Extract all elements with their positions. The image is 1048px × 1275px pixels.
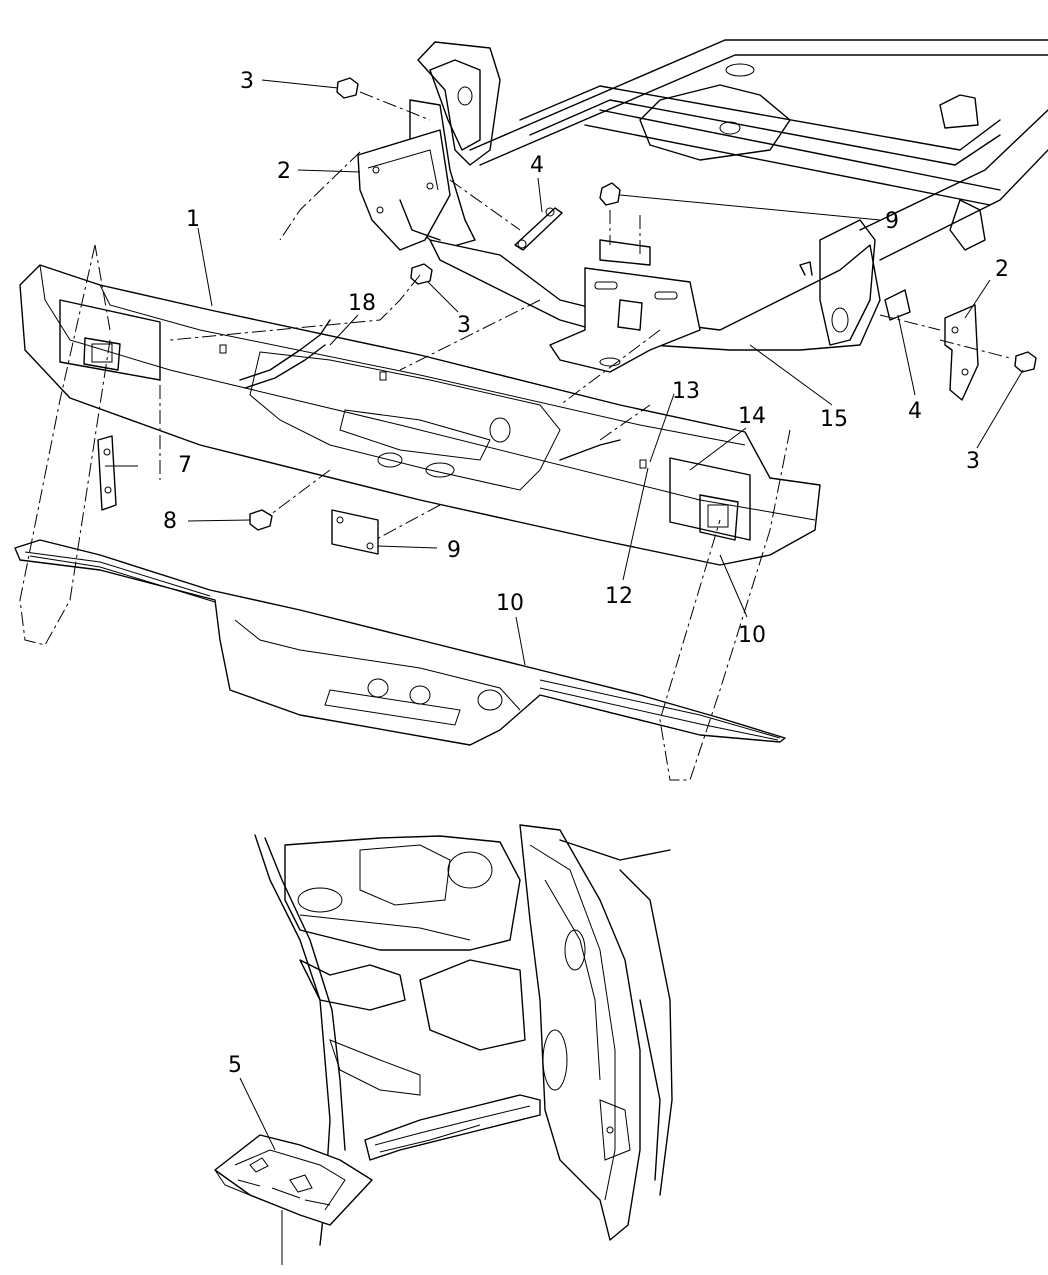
- interior-view: [214, 824, 673, 1265]
- callout-15: 15: [820, 407, 848, 432]
- callout-2: 2: [277, 159, 291, 184]
- right-mounting-bracket: [944, 304, 979, 401]
- callout-3: 3: [240, 69, 254, 94]
- callout-18: 18: [348, 291, 376, 316]
- assembly-lines: [159, 91, 1011, 541]
- callout-3: 3: [966, 449, 980, 474]
- callout-1: 1: [186, 207, 200, 232]
- vehicle-frame: [409, 39, 1048, 373]
- callout-9: 9: [885, 209, 899, 234]
- callout-14: 14: [738, 404, 766, 429]
- rear-bumper: [19, 264, 821, 566]
- leader-lines: [105, 79, 1024, 1151]
- callout-5: 5: [228, 1053, 242, 1078]
- callout-12: 12: [605, 584, 633, 609]
- callout-8: 9: [447, 538, 461, 563]
- callout-7: 8: [163, 509, 177, 534]
- fasteners: [336, 77, 1037, 373]
- callout-4: 4: [908, 399, 922, 424]
- callout-11: 10: [496, 591, 524, 616]
- left-mounting-bracket: [357, 129, 451, 251]
- callout-10: 10: [738, 623, 766, 648]
- phantom-outlines: [19, 244, 791, 781]
- callouts: 3 2 1 4 9 18 3 2 4 3 15 13 14 7 8 9 12 1…: [163, 69, 1009, 1078]
- callout-4: 4: [530, 153, 544, 178]
- callout-2: 2: [995, 257, 1009, 282]
- callout-3: 3: [457, 313, 471, 338]
- small-parts: [97, 435, 379, 555]
- callout-6: 7: [178, 453, 192, 478]
- callout-13: 13: [672, 379, 700, 404]
- bumper-valance: [14, 539, 786, 746]
